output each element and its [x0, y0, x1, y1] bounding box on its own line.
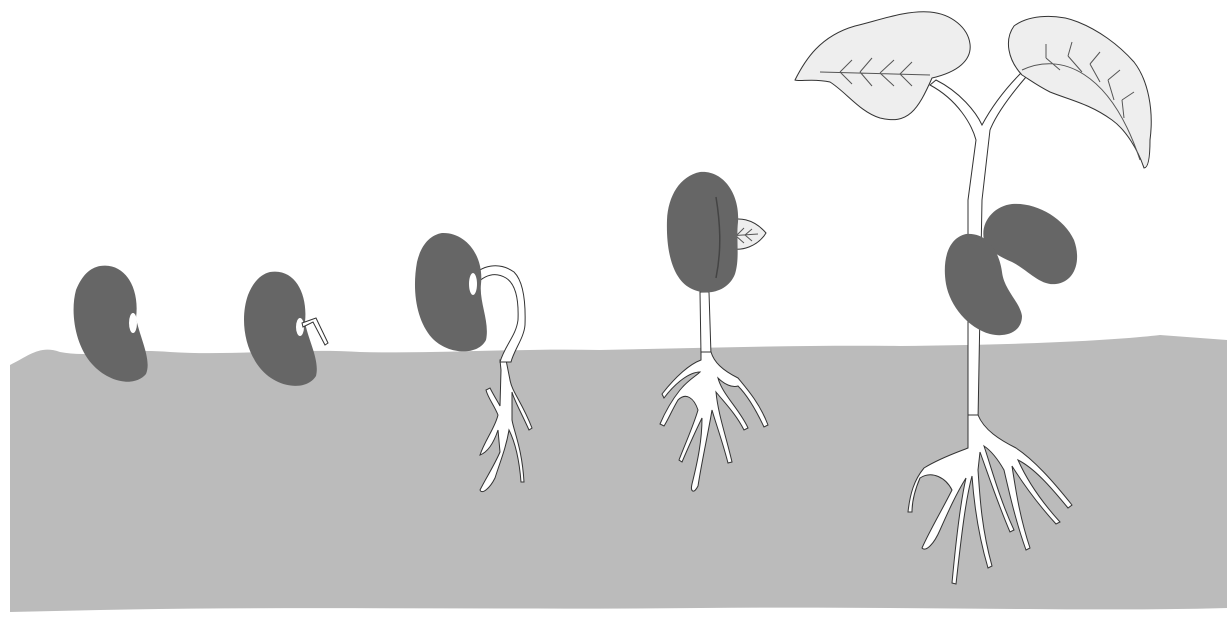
seed — [667, 172, 738, 292]
hilum — [129, 313, 137, 333]
seed — [415, 233, 487, 351]
stem — [700, 292, 711, 355]
hilum — [469, 273, 477, 295]
leaf-right — [1008, 16, 1151, 168]
leaf-left — [795, 12, 970, 120]
